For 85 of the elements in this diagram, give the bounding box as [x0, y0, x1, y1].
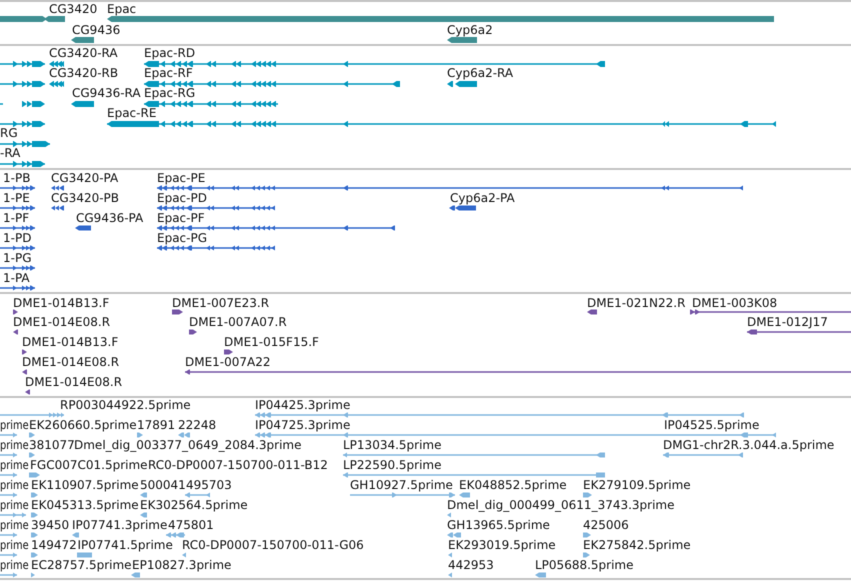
feature-label: RC0-DP0007-150700-011-B12	[148, 458, 328, 472]
feature-label: FGC007C01.5prime	[30, 458, 148, 472]
feature-label: 1-PE	[3, 191, 30, 205]
feature-label: CG9436-PA	[76, 211, 144, 225]
feature-label: Cyp6a2-RA	[447, 66, 514, 80]
feature-label: EK110907.5prime	[31, 478, 139, 492]
feature-label: DME1-012J17	[747, 315, 828, 329]
feature-label: prime	[0, 438, 29, 452]
feature-label: 149472	[31, 538, 77, 552]
feature-label: IP07741.5prime	[78, 538, 173, 552]
feature-label: prime	[0, 558, 29, 572]
feature-label: prime	[0, 458, 29, 472]
feature-label: 17891	[137, 418, 176, 432]
feature-label: Epac-PE	[157, 171, 206, 185]
feature-label: Dmel_dig_000499_0611_3743.3prime	[447, 498, 675, 512]
feature-label: CG9436-RA	[72, 86, 141, 100]
feature-label: prime	[0, 518, 29, 532]
feature-label: prime	[0, 538, 29, 552]
feature-label: EC28757.5prime	[31, 558, 132, 572]
feature-label: Epac-PF	[157, 211, 205, 225]
feature-label: 1-PG	[3, 251, 32, 265]
feature-label: LP13034.5prime	[343, 438, 442, 452]
feature-label: 1-PD	[3, 231, 32, 245]
feature-label: 500041	[140, 478, 186, 492]
feature-label: DMG1-chr2R.3.044.a.5prime	[663, 438, 834, 452]
feature-label: prime	[0, 418, 29, 432]
feature-label: 1-PF	[3, 211, 30, 225]
feature-label: GH13965.5prime	[447, 518, 550, 532]
feature-label: Epac-RG	[144, 86, 196, 100]
feature-label: EK260660.5prime	[29, 418, 137, 432]
feature-label: CG3420-PA	[51, 171, 118, 185]
feature-label: Epac-RE	[107, 106, 156, 120]
feature-label: RP003044922.5prime	[60, 398, 191, 412]
feature-label: 475801	[168, 518, 214, 532]
feature-label: 381077	[29, 438, 75, 452]
feature-label: LP05688.5prime	[535, 558, 634, 572]
feature-label: prime	[0, 478, 29, 492]
feature-label: Cyp6a2-PA	[450, 191, 515, 205]
feature-label: Epac-PG	[157, 231, 208, 245]
feature-label: EK045313.5prime	[31, 498, 139, 512]
feature-label: Epac	[107, 2, 136, 16]
feature-label: -RA	[0, 146, 20, 160]
feature-label: Epac-RF	[144, 66, 193, 80]
feature-label: Cyp6a2	[447, 23, 493, 37]
feature-label: DME1-015F15.F	[224, 335, 319, 349]
feature-label: DME1-014B13.F	[13, 296, 110, 310]
feature-label: DME1-007A07.R	[189, 315, 287, 329]
feature-label: CG3420-PB	[51, 191, 120, 205]
feature-label: CG9436	[72, 23, 120, 37]
feature-label: 495703	[186, 478, 232, 492]
feature-label: DME1-014E08.R	[22, 355, 120, 369]
feature-label: LP22590.5prime	[343, 458, 442, 472]
feature-label: RC0-DP0007-150700-011-G06	[182, 538, 364, 552]
feature-label: Epac-PD	[157, 191, 207, 205]
feature-label: 442953	[448, 558, 494, 572]
feature-label: 1-PB	[3, 171, 30, 185]
feature-label: CG3420	[49, 2, 98, 16]
feature-label: DME1-021N22.R	[587, 296, 686, 310]
feature-label: EK279109.5prime	[583, 478, 691, 492]
feature-label: 22248	[178, 418, 216, 432]
feature-label: CG3420-RA	[49, 46, 118, 60]
feature-label: Epac-RD	[144, 46, 196, 60]
feature-label: IP04525.5prime	[664, 418, 760, 432]
feature-label: prime	[0, 498, 29, 512]
feature-label: 425006	[583, 518, 629, 532]
feature-label: DME1-007A22	[185, 355, 271, 369]
feature-label: EK293019.5prime	[448, 538, 556, 552]
feature-label: EK048852.5prime	[459, 478, 567, 492]
feature-label: EK302564.5prime	[140, 498, 248, 512]
feature-label: Dmel_dig_003377_0649_2084.3prime	[74, 438, 302, 452]
feature-label: RG	[0, 126, 18, 140]
feature-label: DME1-003K08	[692, 296, 778, 310]
feature-label: EP10827.3prime	[132, 558, 232, 572]
feature-label: DME1-014B13.F	[22, 335, 118, 349]
feature-label: IP04425.3prime	[255, 398, 350, 412]
feature-label: DME1-014E08.R	[25, 375, 122, 389]
feature-label: IP07741.3prime	[72, 518, 168, 532]
feature-label: EK275842.5prime	[583, 538, 691, 552]
feature-label: 1-PA	[3, 271, 30, 285]
feature-label: DME1-007E23.R	[172, 296, 270, 310]
feature-label: GH10927.5prime	[350, 478, 453, 492]
feature-label: IP04725.3prime	[255, 418, 350, 432]
feature-label: CG3420-RB	[49, 66, 118, 80]
feature-label: 39450	[31, 518, 70, 532]
feature-label: DME1-014E08.R	[13, 315, 110, 329]
